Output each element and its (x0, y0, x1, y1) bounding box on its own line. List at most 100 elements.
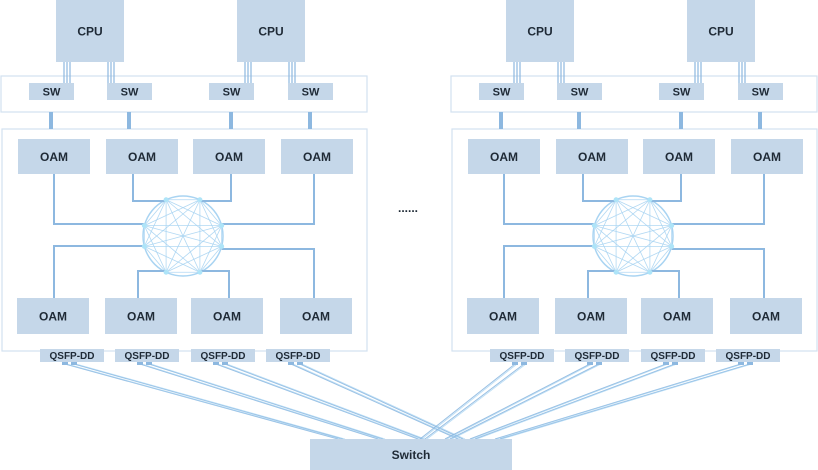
oam-box-label: OAM (128, 150, 156, 164)
switch-board-frame (0, 75, 368, 113)
oam-box (468, 139, 540, 174)
qsfp-dd-port (490, 349, 554, 362)
oam-mesh-link (671, 174, 765, 225)
oam-box (191, 298, 263, 334)
network-switch-box-label: Switch (392, 448, 431, 462)
uplink-cable (215, 363, 419, 440)
port-connector (62, 362, 68, 365)
qsfp-dd-port-label: QSFP-DD (201, 351, 246, 362)
sw-box (479, 83, 524, 100)
mesh-node (219, 243, 225, 249)
qsfp-dd-port-label: QSFP-DD (50, 351, 95, 362)
mesh-link (165, 199, 222, 247)
oam-box-label: OAM (665, 150, 693, 164)
mesh-link (594, 225, 617, 273)
uplink-cable (217, 363, 421, 440)
oam-box (280, 298, 352, 334)
mesh-link (594, 199, 651, 227)
mesh-link (594, 225, 651, 273)
uplink-cable (444, 363, 591, 440)
port-connector (521, 362, 527, 365)
sw-box (738, 83, 783, 100)
uplink-cables (64, 363, 753, 440)
mesh-node (197, 269, 203, 275)
port-connector (512, 362, 518, 365)
oam-box-label: OAM (752, 309, 780, 323)
uplink-cable (496, 363, 744, 440)
oam-mesh-link (137, 270, 167, 298)
sw-box-label: SW (493, 86, 511, 98)
cpu-box-label: CPU (77, 24, 102, 38)
oam-box (106, 139, 178, 174)
oam-box-label: OAM (127, 309, 155, 323)
oam-mesh-link (587, 270, 617, 298)
mesh-node (613, 197, 619, 203)
uplink-cable (424, 363, 525, 440)
mesh-link (144, 199, 167, 226)
port-connector (213, 362, 219, 365)
port-connector (137, 362, 143, 365)
oam-box-label: OAM (577, 309, 605, 323)
cpu-box (237, 0, 305, 62)
port-connector (663, 362, 669, 365)
port-connector (587, 362, 593, 365)
mesh-node (219, 223, 225, 229)
mesh-ring (142, 195, 224, 277)
oam-box (555, 298, 627, 334)
qsfp-dd-port-label: QSFP-DD (500, 351, 545, 362)
ellipsis: ...... (398, 201, 418, 215)
oam-box-label: OAM (213, 309, 241, 323)
uplink-cable (451, 363, 602, 440)
mesh-node (647, 197, 653, 203)
oam-mesh-link (221, 174, 315, 225)
mesh-node (669, 223, 675, 229)
sw-box (659, 83, 704, 100)
oam-mesh-link (132, 174, 167, 202)
mesh-node (141, 223, 147, 229)
port-connector (747, 362, 753, 365)
uplink-cable (471, 363, 669, 440)
uplink-cable (141, 363, 381, 440)
oam-box (643, 139, 715, 174)
oam-box-label: OAM (753, 150, 781, 164)
cpu-box-label: CPU (258, 24, 283, 38)
mesh-node (647, 269, 653, 275)
sw-box-label: SW (571, 86, 589, 98)
qsfp-dd-port (641, 349, 705, 362)
mesh-link (594, 199, 617, 226)
oam-mesh-link (503, 245, 595, 298)
oam-box (105, 298, 177, 334)
mesh-node (669, 243, 675, 249)
oam-mesh-link (199, 174, 232, 202)
sw-box-label: SW (752, 86, 770, 98)
mesh-link (144, 199, 167, 247)
mesh-node (163, 197, 169, 203)
port-connector (297, 362, 303, 365)
uplink-cable (292, 363, 461, 440)
oam-board-frame (451, 128, 818, 352)
mesh-node (591, 223, 597, 229)
uplink-cable (501, 363, 753, 440)
mesh-link (165, 225, 222, 273)
mesh-node (141, 243, 147, 249)
uplink-cable (449, 363, 600, 440)
cpu-box (506, 0, 574, 62)
qsfp-dd-port (40, 349, 104, 362)
mesh-link (594, 199, 617, 247)
mesh-node (197, 197, 203, 203)
sw-box-label: SW (223, 86, 241, 98)
mesh-link (594, 225, 672, 247)
mesh-node (591, 243, 597, 249)
mesh-link (144, 199, 201, 227)
qsfp-dd-port (191, 349, 255, 362)
oam-box (17, 298, 89, 334)
qsfp-dd-port-label: QSFP-DD (575, 351, 620, 362)
cpu-box-label: CPU (708, 24, 733, 38)
network-switch-box (310, 439, 512, 470)
uplink-cable (290, 363, 459, 440)
qsfp-dd-port-label: QSFP-DD (125, 351, 170, 362)
sw-box-label: SW (302, 86, 320, 98)
oam-box (281, 139, 353, 174)
oam-mesh-link (582, 174, 617, 202)
